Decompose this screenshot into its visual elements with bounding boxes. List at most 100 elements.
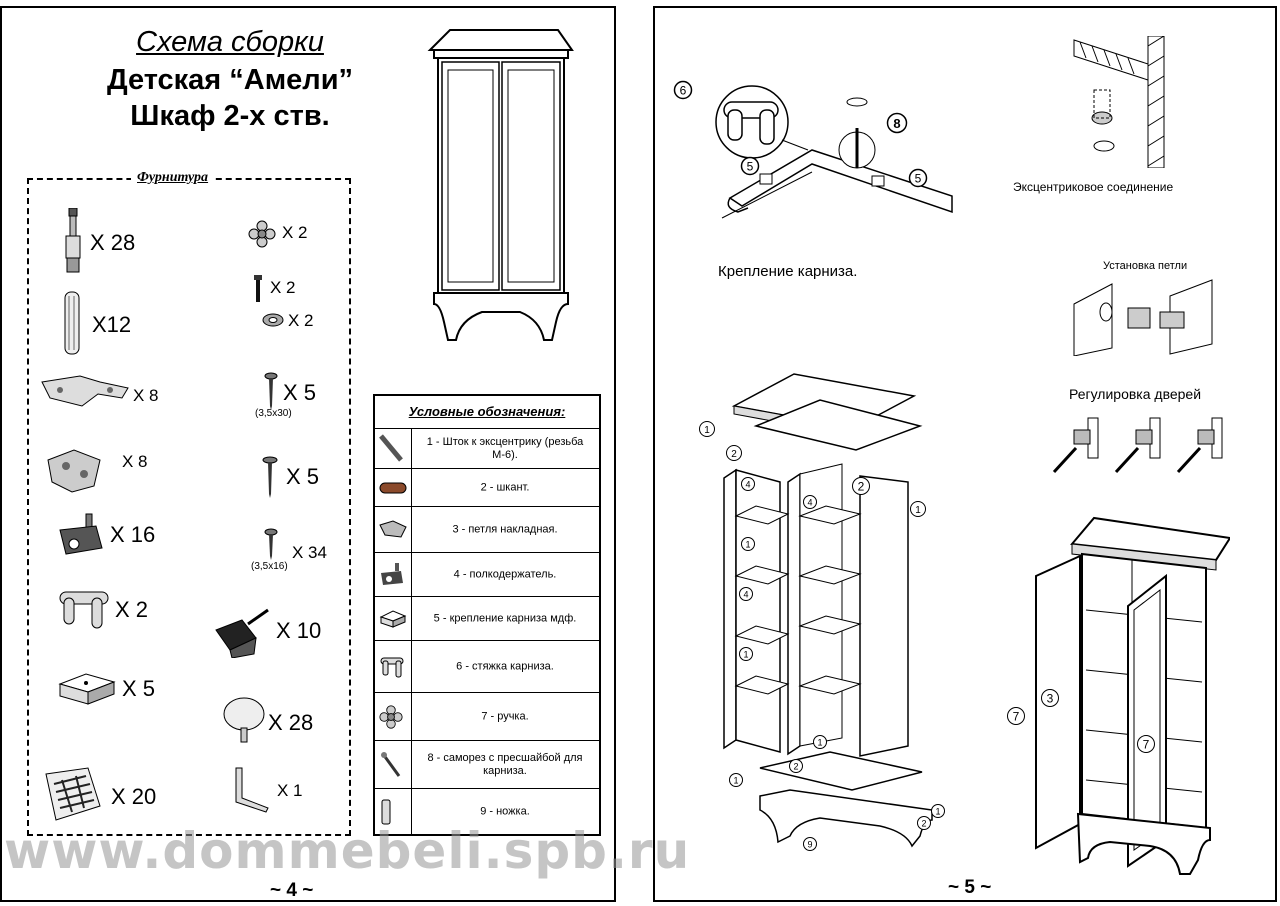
qty-screw-30: X 5 <box>283 380 317 405</box>
shelf-support-icon <box>59 513 103 555</box>
cornice-tie-icon <box>380 657 404 677</box>
callout-1: 1 <box>729 773 743 787</box>
cornice-detail-drawing <box>715 85 953 219</box>
svg-text:2: 2 <box>793 762 798 772</box>
callout-4: 4 <box>739 587 753 601</box>
overlay-hinge-icon <box>41 375 129 407</box>
eccentric-stem-icon <box>379 433 403 462</box>
legend-row: 4 - полкодержатель. <box>375 552 599 596</box>
legend-table: Условные обозначения: 1 - Шток к эксцент… <box>373 394 601 836</box>
callout-1: 1 <box>910 501 926 517</box>
callout-1: 1 <box>739 647 753 661</box>
fittings-box: Фурнитура <box>27 170 351 836</box>
dowel-icon <box>64 291 80 355</box>
qty-hex-key: X 1 <box>277 781 303 800</box>
callout-1: 1 <box>741 537 755 551</box>
foot-icon <box>223 697 265 743</box>
legend-text-2: 2 - шкант. <box>480 481 530 493</box>
caption-doors: Регулировка дверей <box>1069 386 1202 402</box>
hex-key-icon <box>235 767 269 813</box>
screw-icon <box>264 372 278 410</box>
qty-shelf-support: X 16 <box>110 522 156 547</box>
svg-text:2: 2 <box>731 449 737 460</box>
callout-4: 4 <box>741 477 755 491</box>
qty-foot: X 28 <box>268 710 314 735</box>
qty-screw: X 5 <box>286 464 320 489</box>
shelf-support-icon <box>381 562 403 585</box>
fittings-title: Фурнитура <box>131 170 215 186</box>
qty-corner-bracket: X 10 <box>276 618 322 643</box>
qty-washer: X 2 <box>288 311 314 330</box>
legend-row: 8 - саморез с пресшайбой для карниза. <box>375 740 599 788</box>
svg-text:2: 2 <box>858 480 865 494</box>
dowel-icon <box>379 482 407 493</box>
qty-hinge: X 8 <box>133 386 159 405</box>
svg-text:4: 4 <box>743 590 748 600</box>
title-product: Детская “Амели” <box>106 64 354 96</box>
qty-cornice-mount: X 5 <box>122 676 156 701</box>
callout-5: 5 <box>740 156 760 176</box>
callout-2: 2 <box>917 816 931 830</box>
svg-text:6: 6 <box>680 84 687 98</box>
knob-icon <box>248 220 276 248</box>
exploded-assembly-drawing <box>723 373 933 848</box>
svg-text:1: 1 <box>743 650 748 660</box>
legend-text-1: 1 - Шток к эксцентрику (резьба М-6). <box>426 435 584 461</box>
callout-9: 9 <box>803 837 817 851</box>
callout-1: 1 <box>699 421 715 437</box>
page-number-right: ~ 5 ~ <box>948 877 992 898</box>
eccentric-stem-icon <box>65 208 81 273</box>
callout-3: 3 <box>1041 689 1059 707</box>
legend-row: 3 - петля накладная. <box>375 506 599 552</box>
eccentric-detail-drawing <box>1073 36 1165 168</box>
qty-screw-16: X 34 <box>292 543 327 562</box>
legend-text-9: 9 - ножка. <box>480 805 530 817</box>
svg-text:4: 4 <box>745 480 750 490</box>
legend-row: 1 - Шток к эксцентрику (резьба М-6). <box>375 428 599 468</box>
qty-dowel: X12 <box>92 312 132 337</box>
bolt-icon <box>254 275 262 302</box>
svg-text:1: 1 <box>733 776 738 786</box>
callout-2: 2 <box>852 477 870 495</box>
svg-text:1: 1 <box>704 425 710 436</box>
dim-screw-30: (3,5x30) <box>255 408 292 419</box>
title-scheme: Схема сборки <box>136 26 324 58</box>
svg-text:1: 1 <box>935 807 940 817</box>
knob-icon <box>379 704 403 729</box>
screw-bag-icon <box>45 767 101 821</box>
wardrobe-illustration <box>427 29 574 341</box>
cornice-tie-icon <box>59 591 109 629</box>
corner-bracket-icon <box>215 608 269 658</box>
qty-knob: X 2 <box>282 223 308 242</box>
qty-eccentric-stem: X 28 <box>90 230 136 255</box>
callout-1: 1 <box>931 804 945 818</box>
callout-4: 4 <box>803 495 817 509</box>
legend-row: 5 - крепление карниза мдф. <box>375 596 599 640</box>
qty-bolt: X 2 <box>270 278 296 297</box>
legend-text-6: 6 - стяжка карниза. <box>456 660 554 672</box>
screw-icon <box>381 751 401 777</box>
screw-icon <box>262 456 278 498</box>
washer-icon <box>262 313 284 327</box>
page-number-left: ~ 4 ~ <box>270 880 314 901</box>
svg-text:8: 8 <box>893 116 900 131</box>
qty-cornice-tie: X 2 <box>115 597 149 622</box>
legend-title: Условные обозначения: <box>375 396 599 429</box>
assembled-wardrobe-drawing <box>1035 516 1230 875</box>
dim-screw-16: (3,5x16) <box>251 561 288 572</box>
overlay-hinge-icon <box>379 519 407 538</box>
svg-text:5: 5 <box>747 160 754 174</box>
caption-cornice: Крепление карниза. <box>718 263 858 280</box>
foot-icon <box>381 799 391 824</box>
callout-8: 8 <box>886 112 908 134</box>
svg-text:4: 4 <box>807 498 812 508</box>
hinge-install-drawing <box>1073 279 1213 356</box>
svg-text:2: 2 <box>921 819 926 829</box>
legend-row: 9 - ножка. <box>375 788 599 834</box>
qty-screw-bag: X 20 <box>111 784 157 809</box>
svg-text:9: 9 <box>807 840 812 850</box>
legend-text-7: 7 - ручка. <box>481 710 529 722</box>
cornice-mount-icon <box>58 673 116 705</box>
screw-icon <box>264 528 278 560</box>
callout-2: 2 <box>789 759 803 773</box>
